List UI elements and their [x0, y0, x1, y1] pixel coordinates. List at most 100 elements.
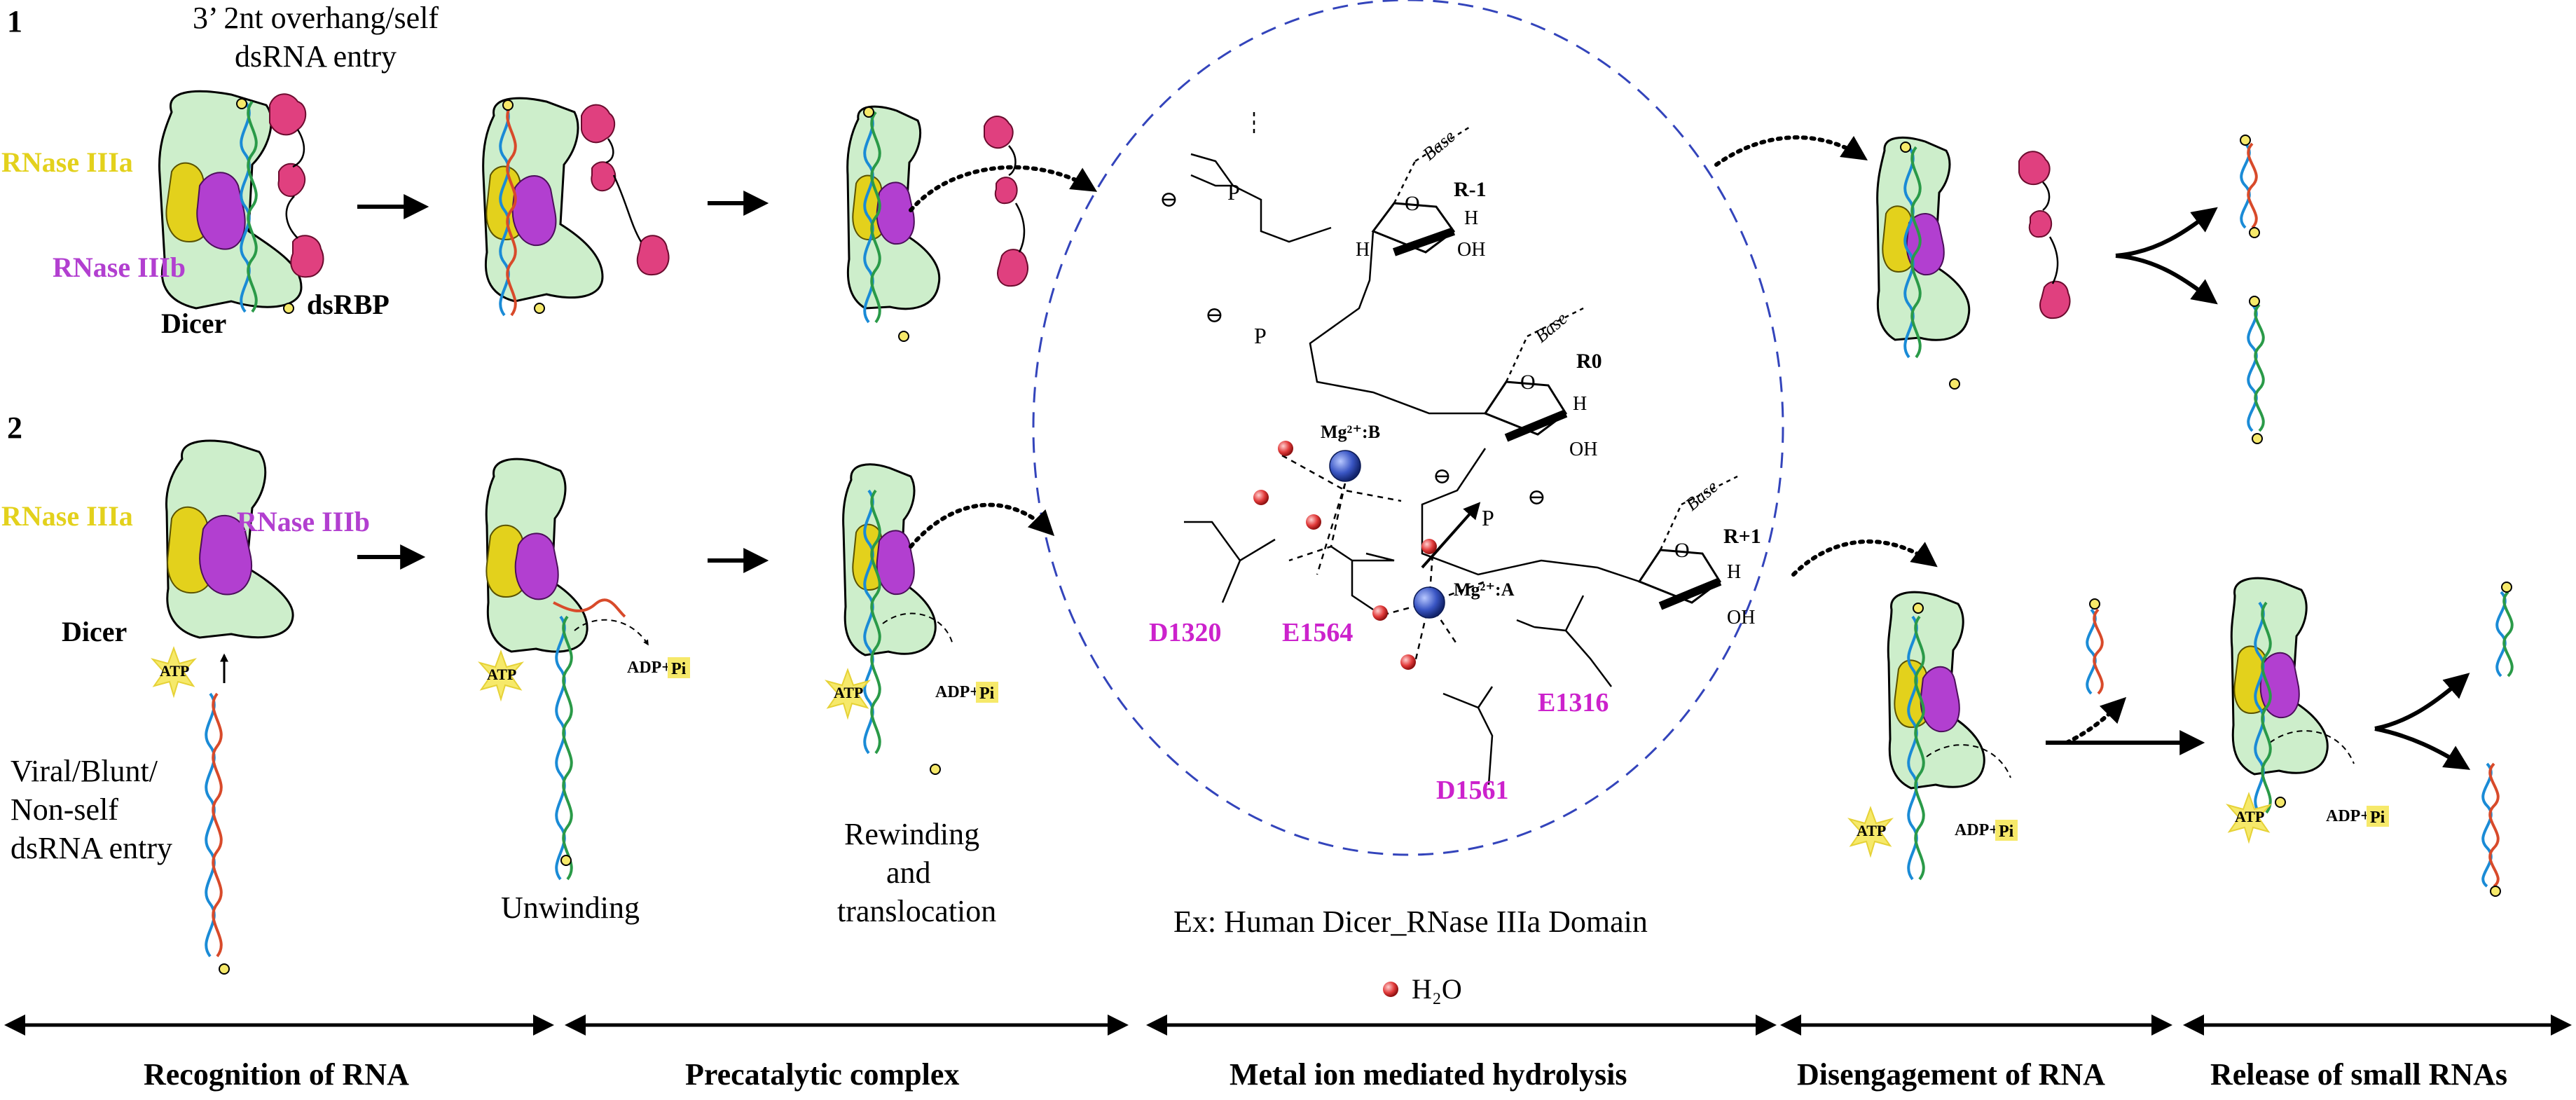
- sugar-ring-r-minus-1: [1371, 202, 1456, 254]
- complex-row1-d: [1876, 136, 2071, 390]
- dsrna-helix-strand2: [1914, 615, 1925, 881]
- rewinding-caption-line3: translocation: [837, 894, 996, 928]
- dsrna-helix-strand2: [1910, 146, 1922, 359]
- dsrbp-domain-2: [2028, 210, 2053, 238]
- dsrna-helix-strand2: [870, 111, 881, 324]
- rna-end-marker: [283, 303, 294, 314]
- rna-end-marker: [930, 764, 941, 775]
- rnase-iiib-label: RNase IIIb: [53, 252, 186, 283]
- dsrna-helix-strand2: [870, 489, 881, 755]
- small-rna-row2-top: [2495, 582, 2514, 678]
- dotted-curve-arrow: [1714, 135, 1868, 167]
- active-site-chemistry: [1184, 112, 1738, 785]
- rnase-iiia-label: RNase IIIa: [1, 146, 133, 178]
- atp-label: ATP: [2235, 808, 2264, 825]
- translocation-arc: [882, 612, 953, 645]
- dsrna-helix-strand2: [506, 104, 517, 317]
- fork-arrow: [2115, 207, 2218, 258]
- mg-b-label: Mg²⁺:B: [1321, 422, 1380, 442]
- base-label: Base: [1419, 126, 1459, 165]
- complex-row2-b: [485, 458, 649, 881]
- bottom-entry-line2: Non-self: [11, 792, 118, 827]
- release-dotted-arrow: [2065, 696, 2127, 745]
- water-legend-label: H₂O: [1412, 973, 1462, 1005]
- atp-label: ATP: [1857, 822, 1886, 839]
- mg-a-label: Mg²⁺:A: [1454, 579, 1515, 600]
- rna-end-marker: [863, 106, 874, 118]
- dsrbp-domain-3: [636, 235, 670, 276]
- base-label: Base: [1681, 476, 1721, 515]
- rewinding-caption-line2: and: [886, 855, 931, 890]
- bottom-entry-line3: dsRNA entry: [11, 831, 172, 865]
- fork-arrow: [2374, 727, 2471, 770]
- blunt-dsrna: [205, 692, 230, 975]
- complex-row2-d: [1887, 591, 2011, 881]
- rnase-iiia-label-row2: RNase IIIa: [1, 500, 133, 532]
- pi-label: Pi: [671, 660, 687, 678]
- dsrbp-domain-2: [277, 163, 306, 198]
- rnase-iiib-label-row2: RNase IIIb: [237, 506, 370, 537]
- complex-row1-a: [158, 90, 324, 314]
- water-legend-icon: [1383, 982, 1398, 997]
- dsrbp-domain-3: [2039, 280, 2071, 319]
- top-entry-label-line1: 3’ 2nt overhang/self: [193, 1, 439, 35]
- stage-recognition: Recognition of RNA: [144, 1057, 409, 1092]
- charge-minus: ⊖: [1159, 186, 1178, 212]
- complex-row1-b: [482, 97, 670, 317]
- water-molecule: [1400, 654, 1416, 670]
- atp-badge: ATP: [825, 668, 871, 720]
- dsrbp-linker: [1008, 145, 1026, 253]
- dsrbp-linker: [2042, 181, 2059, 284]
- adp-label: ADP+: [2326, 807, 2370, 825]
- rna-end-marker: [1913, 603, 1924, 614]
- pi-badge: [976, 682, 998, 703]
- stage-release: Release of small RNAs: [2210, 1057, 2507, 1092]
- dsrbp-domain-1: [581, 104, 616, 144]
- dsrna-helix-strand2: [247, 100, 258, 313]
- small-rna-row1-bottom: [2247, 296, 2265, 444]
- rna-end-marker: [2275, 797, 2286, 808]
- rna-end-marker: [1900, 142, 1911, 153]
- water-molecule: [1253, 490, 1269, 505]
- water-molecule: [1306, 514, 1321, 530]
- rnase-iiib-domain: [514, 532, 559, 600]
- atp-label: ATP: [834, 684, 863, 701]
- atom-o: O: [1520, 371, 1536, 394]
- stage-precatalytic: Precatalytic complex: [685, 1057, 959, 1092]
- unwound-strand: [553, 598, 626, 618]
- atom-h: H: [1727, 561, 1741, 583]
- domain-caption: Ex: Human Dicer_RNase IIIa Domain: [1173, 905, 1648, 939]
- small-rna-row1-top: [2240, 135, 2260, 238]
- dsrbp-linker: [605, 138, 642, 242]
- atom-h: H: [1356, 239, 1370, 261]
- atom-h: H: [1464, 207, 1478, 229]
- residue-e1316: E1316: [1538, 688, 1609, 717]
- base-label: Base: [1531, 308, 1571, 347]
- fork-arrow: [2374, 673, 2470, 731]
- pi-badge: [1995, 820, 2018, 841]
- charge-minus: ⊖: [1527, 484, 1546, 509]
- atom-oh: OH: [1457, 239, 1485, 261]
- dotted-curve-arrow: [909, 502, 1055, 549]
- dsrbp-domain-2: [591, 161, 617, 192]
- dicer-label-row2: Dicer: [62, 616, 127, 647]
- stage-hydrolysis: Metal ion mediated hydrolysis: [1230, 1057, 1627, 1092]
- panel-label-1: 1: [7, 4, 22, 39]
- active-site-zoom-circle: [1032, 0, 1784, 856]
- atom-oh: OH: [1727, 607, 1755, 628]
- bottom-entry-line1: Viral/Blunt/: [11, 754, 158, 788]
- mg-ion-b: [1329, 450, 1361, 482]
- dsrbp-label: dsRBP: [307, 289, 390, 320]
- rna-end-marker: [898, 331, 909, 342]
- atp-badge: ATP: [1847, 806, 1894, 858]
- complex-row2-e: [2230, 577, 2355, 814]
- phosphate-p: P: [1254, 323, 1267, 348]
- water-molecule: [1278, 441, 1293, 456]
- atp-badge: ATP: [478, 649, 524, 702]
- charge-minus: ⊖: [1433, 463, 1452, 488]
- top-entry-label-line2: dsRNA entry: [235, 39, 397, 74]
- rna-end-marker: [560, 855, 572, 866]
- chemistry-labels: Base Base Base R-1 R0 R+1 O O O H H OH H…: [1159, 126, 1761, 628]
- phosphate-p: P: [1482, 505, 1494, 530]
